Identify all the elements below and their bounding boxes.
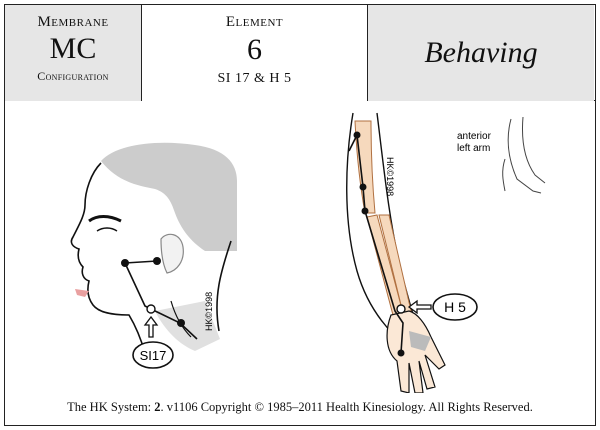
footer-system-num: 2 bbox=[154, 400, 161, 414]
element-name: Behaving bbox=[424, 36, 538, 69]
neck-back bbox=[216, 240, 232, 332]
arm-meridian bbox=[356, 134, 404, 354]
point-dot-cheek bbox=[121, 259, 129, 267]
si17-badge bbox=[132, 341, 174, 369]
humerus-bone bbox=[354, 120, 376, 214]
point-h5 bbox=[396, 304, 406, 314]
neck-shade bbox=[155, 301, 220, 351]
si17-label: SI17 bbox=[140, 348, 167, 363]
footer-copyright: The HK System: 2. v1106 Copyright © 1985… bbox=[5, 400, 595, 415]
arrow-left-icon bbox=[407, 299, 432, 315]
footer-rest: . v1106 Copyright © 1985–2011 Health Kin… bbox=[160, 400, 533, 414]
element-number: 6 bbox=[247, 33, 262, 66]
eye bbox=[96, 227, 118, 232]
hand-shade bbox=[409, 331, 431, 351]
membrane-cell: Membrane MC Configuration bbox=[5, 5, 142, 101]
footer-prefix: The HK System: bbox=[67, 400, 155, 414]
inset-body bbox=[502, 158, 506, 192]
head-meridian-2 bbox=[124, 262, 152, 310]
arrow-up-icon bbox=[143, 315, 159, 338]
arm-outline-left bbox=[346, 112, 396, 337]
arm-dot-2 bbox=[359, 183, 367, 191]
ear bbox=[160, 233, 184, 274]
name-cell: Behaving bbox=[368, 5, 594, 101]
arm-figure: H 5 HK©1998 bbox=[346, 112, 478, 393]
membrane-subtitle: Configuration bbox=[37, 69, 109, 83]
inset-label-1: anterior bbox=[457, 131, 492, 142]
arm-dot-3 bbox=[361, 207, 369, 215]
header-row: Membrane MC Configuration Element 6 SI 1… bbox=[5, 5, 595, 101]
head-meridian bbox=[124, 260, 158, 264]
head-copyright: HK©1998 bbox=[204, 292, 214, 331]
element-points: SI 17 & H 5 bbox=[217, 71, 292, 86]
face-outline bbox=[70, 162, 146, 354]
point-dot-ear bbox=[153, 257, 161, 265]
element-title: Element bbox=[225, 14, 284, 30]
arm-copyright: HK©1998 bbox=[385, 157, 395, 196]
membrane-code: MC bbox=[49, 32, 97, 65]
eyebrow bbox=[88, 215, 122, 223]
acupoint-illustration: SI17 HK©1998 bbox=[70, 112, 546, 393]
head-figure: SI17 HK©1998 bbox=[70, 142, 237, 369]
point-dot-neck bbox=[177, 319, 185, 327]
element-cell: Element 6 SI 17 & H 5 bbox=[142, 5, 368, 101]
point-si17 bbox=[146, 304, 156, 314]
lips bbox=[75, 289, 89, 297]
inset-arm-outline bbox=[507, 116, 546, 194]
hair-shape bbox=[101, 142, 237, 251]
card-frame: Membrane MC Configuration Element 6 SI 1… bbox=[4, 4, 596, 426]
h5-label: H 5 bbox=[444, 299, 466, 315]
inset-label-2: left arm bbox=[457, 143, 490, 154]
hand-outline bbox=[386, 310, 446, 393]
inset-arm-diagram: anterior left arm bbox=[457, 116, 546, 194]
membrane-title: Membrane bbox=[37, 14, 109, 30]
arm-dot-4 bbox=[397, 349, 405, 357]
h5-badge bbox=[432, 293, 478, 321]
arm-dot-1 bbox=[353, 131, 361, 139]
